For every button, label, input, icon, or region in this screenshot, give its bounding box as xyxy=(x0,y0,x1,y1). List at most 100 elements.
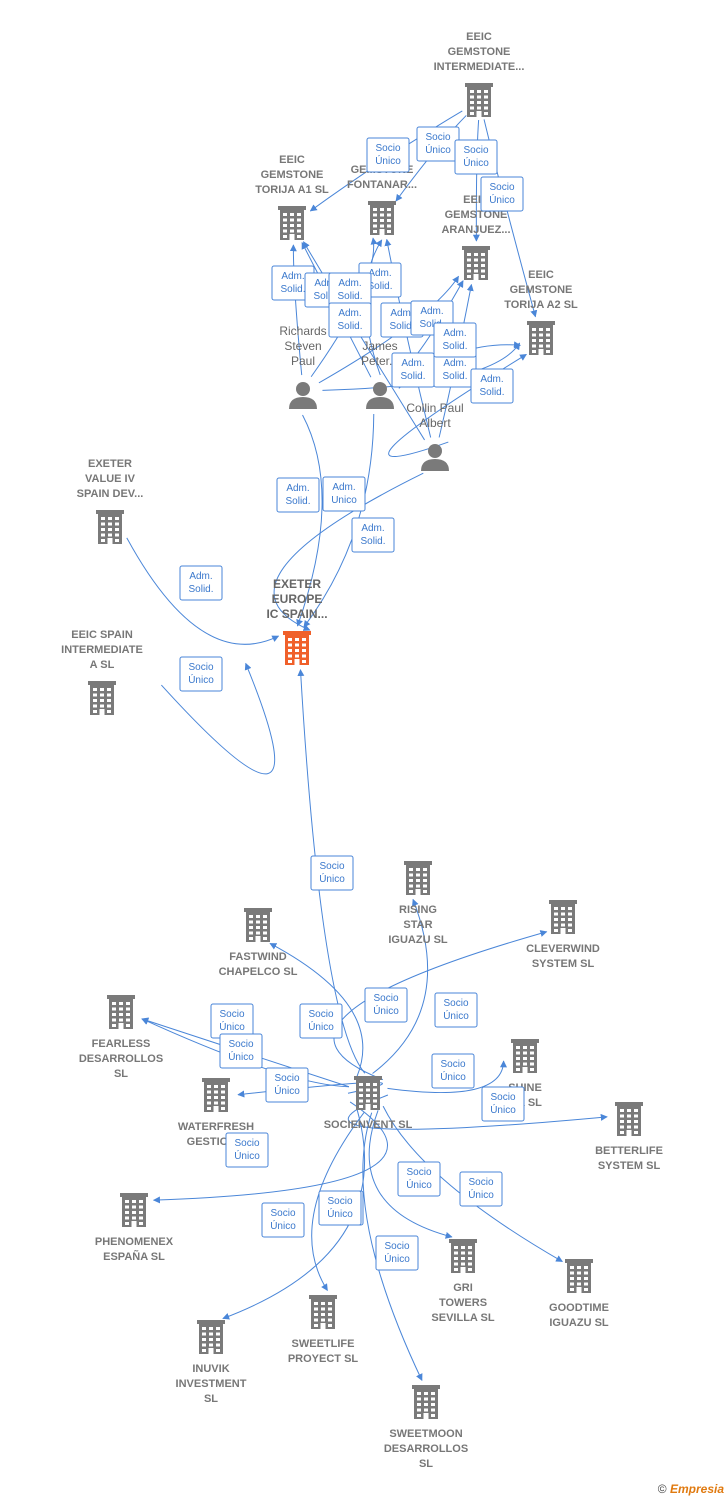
building-window xyxy=(516,1051,520,1055)
building-window xyxy=(470,101,474,104)
building-window xyxy=(424,1403,428,1406)
building-window xyxy=(263,937,267,940)
edge-label-james-fontanar[interactable]: Adm.Solid. xyxy=(328,272,372,308)
edge-line-exeter_value-exeter_europe xyxy=(126,537,280,645)
building-roof xyxy=(511,1039,539,1043)
person-icon xyxy=(289,382,317,409)
building-window xyxy=(283,229,287,233)
building-window xyxy=(516,1046,520,1049)
person-icon xyxy=(366,382,394,409)
company-node-fontanar[interactable]: EEICGEMSTONEFONTANAR... xyxy=(347,149,417,235)
edge-label-james-torija_a2[interactable]: Adm.Solid. xyxy=(433,322,477,358)
building-window xyxy=(568,918,572,921)
building-window xyxy=(256,920,260,924)
building-window xyxy=(373,1083,377,1086)
building-roof xyxy=(549,900,577,904)
edge-line-socienvent-gri xyxy=(368,1110,453,1239)
edge-label-collin-torija_a2[interactable]: Adm.Solid. xyxy=(276,477,320,513)
building-window xyxy=(474,258,478,262)
edge-line-socienvent-phenomenex xyxy=(152,1101,388,1204)
node-label-line: ARANJUEZ... xyxy=(441,224,510,236)
building-window xyxy=(423,890,427,893)
building-window xyxy=(380,219,384,222)
edge-label-richards-exeter_europe[interactable]: Adm.Unico xyxy=(322,476,366,512)
person-node-james[interactable]: JamesPeter... xyxy=(361,339,399,409)
brand-logo[interactable]: Empresia xyxy=(669,1482,724,1496)
building-window xyxy=(125,1222,129,1225)
building-window xyxy=(132,1216,136,1220)
node-label-line: SOCIENVENT SL xyxy=(324,1119,413,1131)
edge-label-collin-torija_a1[interactable]: Adm.Solid. xyxy=(328,302,372,338)
building-window xyxy=(328,1302,332,1305)
edge-label-box xyxy=(480,176,524,212)
company-node-eeic_int[interactable]: EEICGEMSTONEINTERMEDIATE... xyxy=(434,31,525,117)
building-window xyxy=(532,339,536,342)
building-icon xyxy=(309,1295,337,1329)
edge-label-collin-aranjuez[interactable]: Adm.Solid. xyxy=(433,352,477,388)
building-window xyxy=(417,1408,421,1412)
building-window xyxy=(454,1246,458,1249)
building-window xyxy=(627,1109,631,1112)
edge-label-richards-torija_a2[interactable]: Adm.Solid. xyxy=(470,368,514,404)
building-window xyxy=(523,1051,527,1055)
edge-label-text: Socio xyxy=(490,1092,515,1103)
node-label-line: GOODTIME xyxy=(549,1302,609,1314)
edge-label-text: Adm. xyxy=(314,278,337,289)
building-window xyxy=(216,1349,220,1352)
edge-label-james-aranjuez[interactable]: Adm.Solid. xyxy=(391,352,435,388)
building-window xyxy=(202,1349,206,1352)
building-window xyxy=(216,1332,220,1336)
building-window xyxy=(424,1408,428,1412)
building-window xyxy=(584,1271,588,1275)
company-node-socienvent[interactable]: SOCIENVENT SL xyxy=(324,1076,413,1131)
building-window xyxy=(302,649,306,652)
building-window xyxy=(484,101,488,104)
edge-label-james-exeter_europe[interactable]: Adm.Solid. xyxy=(351,517,395,553)
person-head xyxy=(373,382,387,396)
building-window xyxy=(221,1101,225,1105)
building-window xyxy=(554,907,558,910)
building-door xyxy=(365,1104,371,1110)
edge-line-socienvent-cleverwind xyxy=(333,930,548,1081)
edge-label-collin-exeter_europe[interactable]: Adm.Solid. xyxy=(179,565,223,601)
edge-label-richards-torija_a1[interactable]: Adm.Solid. xyxy=(271,265,315,301)
